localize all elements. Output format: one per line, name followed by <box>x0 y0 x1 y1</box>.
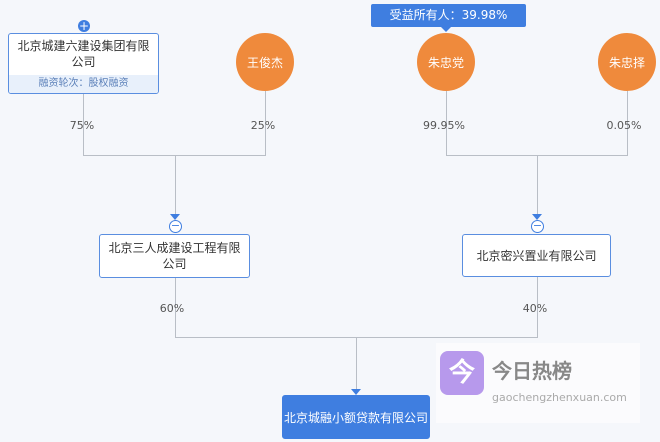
watermark-logo: 今 <box>440 351 484 395</box>
watermark-url: gaochengzhenxuan.com <box>492 391 627 404</box>
collapse-icon[interactable]: − <box>169 219 182 233</box>
share-percent: 40% <box>522 302 548 315</box>
arrow-down-icon <box>532 214 542 220</box>
share-percent: 99.95% <box>423 119 465 132</box>
financing-round: 融资轮次：股权融资 <box>9 75 158 93</box>
target-company-node[interactable]: 北京城融小额贷款有限公司 <box>282 395 430 439</box>
watermark: 今 今日热榜 gaochengzhenxuan.com <box>436 343 640 423</box>
company-node[interactable]: 北京城建六建设集团有限公司 融资轮次：股权融资 <box>8 33 159 94</box>
person-node[interactable]: 朱忠党 <box>417 33 475 91</box>
person-node[interactable]: 朱忠择 <box>598 33 656 91</box>
expand-plus-icon[interactable]: + <box>78 19 90 33</box>
share-percent: 60% <box>159 302 185 315</box>
share-percent: 25% <box>250 119 276 132</box>
collapse-icon[interactable]: − <box>531 219 544 233</box>
arrow-down-icon <box>170 214 180 220</box>
person-node[interactable]: 王俊杰 <box>236 33 294 91</box>
watermark-title: 今日热榜 <box>492 359 572 383</box>
company-name: 北京城建六建设集团有限公司 <box>17 39 150 69</box>
share-percent: 75% <box>69 119 95 132</box>
share-percent: 0.05% <box>606 119 642 132</box>
company-node[interactable]: 北京三人成建设工程有限公司 <box>99 234 250 278</box>
beneficial-owner-tooltip: 受益所有人：39.98% <box>371 4 526 27</box>
company-node[interactable]: 北京密兴置业有限公司 <box>462 234 611 277</box>
arrow-down-icon <box>351 389 361 395</box>
